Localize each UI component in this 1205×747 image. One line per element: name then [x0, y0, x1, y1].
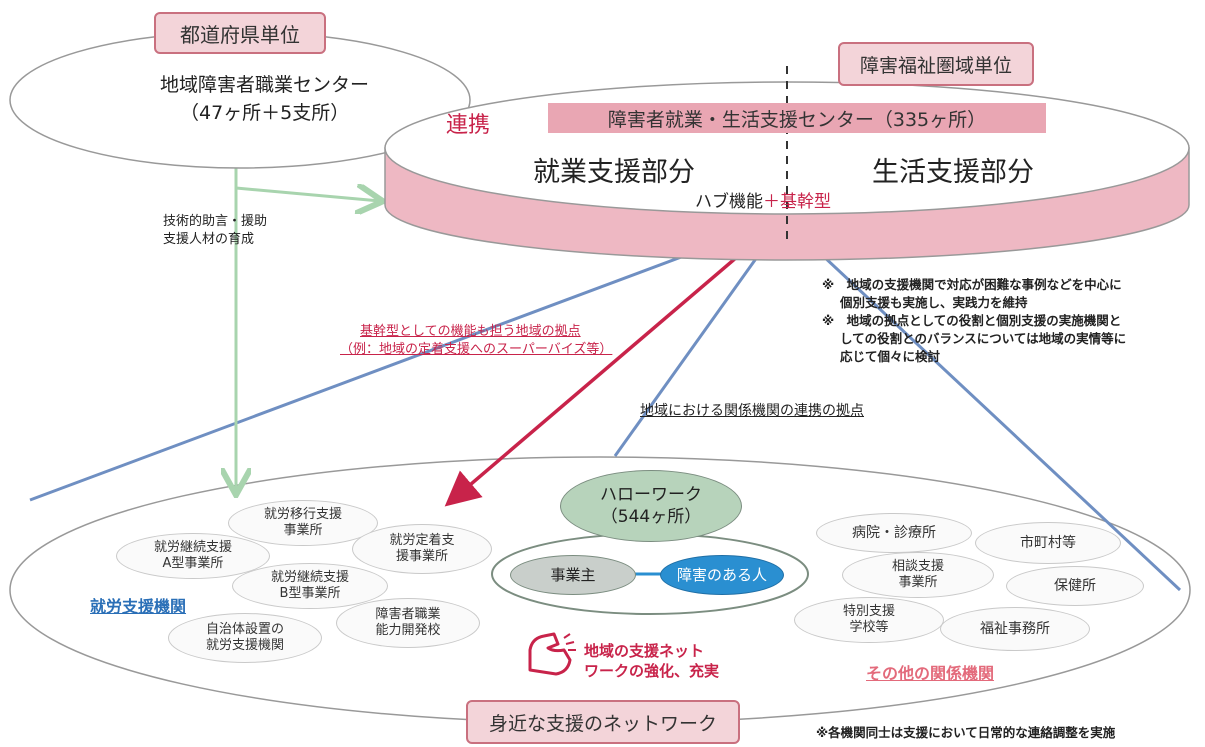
remark-3: ※ 地域の拠点としての役割と個別支援の実施機関と [822, 313, 1122, 328]
employment-org-type-b: 就労継続支援 B型事業所 [232, 563, 388, 609]
hub-label-row: ハブ機能＋基幹型 [695, 187, 831, 212]
other-org-special-school: 特別支援 学校等 [794, 597, 944, 643]
remark-1: ※ 地域の支援機関で対応が困難な事例などを中心に [822, 277, 1122, 292]
remark-2: 個別支援も実施し、実践力を維持 [840, 295, 1028, 310]
disabled-person: 障害のある人 [660, 555, 784, 595]
employment-org-transition: 就労移行支援 事業所 [228, 500, 378, 546]
employment-part: 就業支援部分 [533, 157, 695, 188]
other-org-consultation: 相談支援 事業所 [842, 552, 994, 598]
other-org-welfare-office: 福祉事務所 [940, 607, 1090, 651]
core-note-2: （例：地域の定着支援へのスーパーバイズ等） [340, 342, 613, 357]
core-note-1: 基幹型としての機能も担う地域の拠点 [360, 324, 581, 339]
other-org-health-center: 保健所 [1006, 566, 1144, 606]
other-orgs-label: その他の関係機関 [866, 664, 995, 683]
remark-4: しての役割とのバランスについては地域の実情等に [840, 331, 1127, 346]
renkei-label: 連携 [446, 113, 491, 138]
support-text-2: 支援人材の育成 [163, 232, 255, 247]
other-org-municipality: 市町村等 [975, 522, 1121, 564]
muscle-icon [528, 632, 576, 676]
welfare-area-tag: 障害福祉圏域単位 [838, 42, 1034, 86]
employment-org-type-a: 就労継続支援 A型事業所 [116, 533, 270, 579]
welfare-center-title: 障害者就業・生活支援センター（335ヶ所） [548, 103, 1046, 133]
strengthen-text-1: 地域の支援ネット [584, 642, 705, 660]
employer: 事業主 [510, 555, 636, 595]
network-tag: 身近な支援のネットワーク [466, 700, 740, 744]
footnote: ※各機関同士は支援において日常的な連絡調整を実施 [816, 725, 1116, 740]
prefecture-center-name: 地域障害者職業センター [160, 74, 370, 96]
employment-org-vocational-school: 障害者職業 能力開発校 [336, 598, 480, 648]
remark-5: 応じて個々に検討 [840, 349, 941, 364]
prefecture-tag: 都道府県単位 [154, 12, 326, 54]
employment-orgs-label: 就労支援機関 [90, 597, 187, 616]
support-text-1: 技術的助言・援助 [163, 214, 268, 229]
employment-org-retention: 就労定着支 援事業所 [352, 524, 492, 574]
other-org-hospital: 病院・診療所 [816, 513, 972, 553]
prefecture-center-count: （47ヶ所＋5支所） [180, 102, 350, 124]
life-part: 生活支援部分 [872, 157, 1034, 188]
hub-label: ハブ機能 [695, 192, 763, 212]
hub-link-note: 地域における関係機関の連携の拠点 [640, 403, 864, 419]
employment-org-municipal: 自治体設置の 就労支援機関 [168, 613, 322, 663]
hello-work: ハローワーク （544ヶ所） [560, 470, 742, 542]
hub-plus: ＋基幹型 [763, 192, 831, 212]
strengthen-text-2: ワークの強化、充実 [584, 662, 720, 680]
